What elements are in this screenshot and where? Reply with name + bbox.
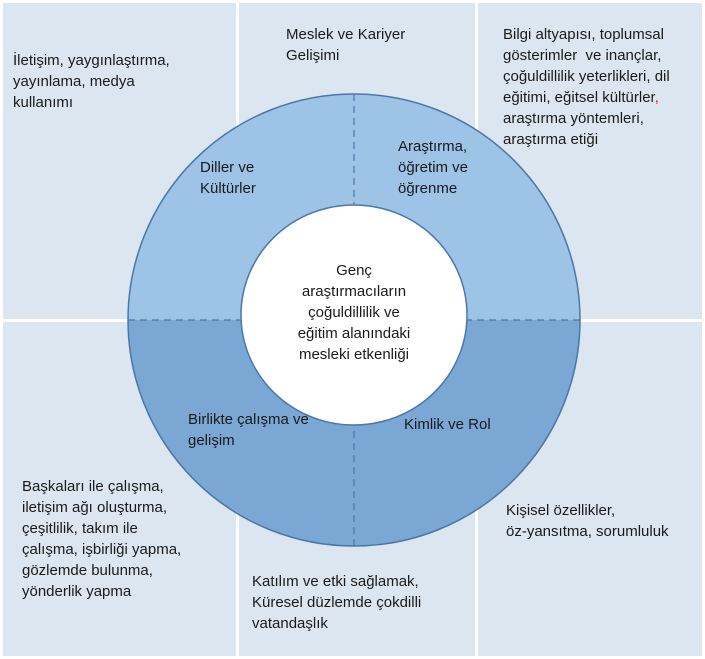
center-label: Genç araştırmacıların çoğuldillilik ve e… xyxy=(297,262,411,363)
knowledge-line-6: araştırma etiği xyxy=(503,131,599,148)
segment-languages-cultures: Diller ve Kültürler xyxy=(200,159,256,197)
segment-research-teaching: Araştırma, öğretim ve öğrenme xyxy=(398,138,469,197)
text-communication: İletişim, yaygınlaştırma, yayınlama, med… xyxy=(13,52,170,111)
center-circle xyxy=(240,204,468,426)
knowledge-line-4: eğitimi, eğitsel kültürler, xyxy=(503,87,703,108)
knowledge-line-2: gösterimler ve inançlar, xyxy=(503,47,662,64)
knowledge-line-3: çoğuldillilik yeterlikleri, dil xyxy=(503,68,670,85)
text-engagement: Katılım ve etki sağlamak, Küresel düzlem… xyxy=(252,573,422,632)
knowledge-line-1: Bilgi altyapısı, toplumsal xyxy=(503,26,664,43)
knowledge-line-5: araştırma yöntemleri, xyxy=(503,110,644,127)
highlight-mark: , xyxy=(654,89,659,106)
text-career-development: Meslek ve Kariyer Gelişimi xyxy=(286,26,406,64)
text-knowledge-base: Bilgi altyapısı, toplumsal gösterimler v… xyxy=(503,24,703,150)
segment-working-together: Birlikte çalışma ve gelişim xyxy=(188,411,309,449)
segment-identity-role: Kimlik ve Rol xyxy=(404,416,491,433)
text-collaboration: Başkaları ile çalışma, iletişim ağı oluş… xyxy=(22,478,182,600)
knowledge-line-4-text: eğitimi, eğitsel kültürler xyxy=(503,89,655,106)
text-personal-traits: Kişisel özellikler, öz-yansıtma, sorumlu… xyxy=(506,502,669,540)
